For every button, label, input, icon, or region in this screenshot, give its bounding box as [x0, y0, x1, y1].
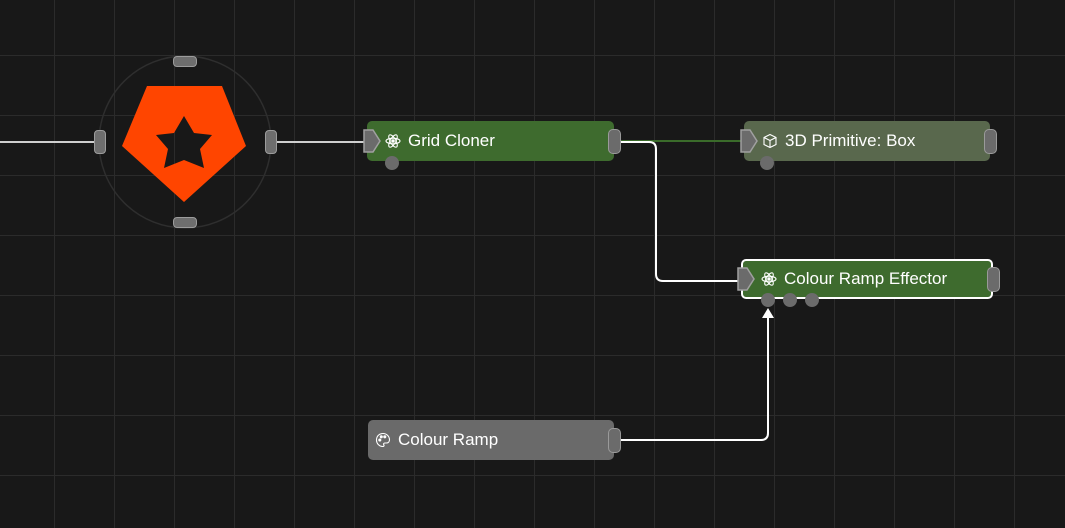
output-port[interactable] — [608, 129, 621, 154]
input-port[interactable] — [363, 129, 381, 153]
atom-icon — [761, 272, 777, 286]
node-label: Grid Cloner — [408, 131, 495, 150]
output-port[interactable] — [987, 267, 1000, 292]
node-label: 3D Primitive: Box — [785, 131, 916, 150]
node-3d-primitive-box[interactable]: 3D Primitive: Box — [740, 121, 997, 170]
sub-port-2[interactable] — [783, 293, 797, 307]
logo-top-handle[interactable] — [173, 56, 197, 67]
sub-port-3[interactable] — [805, 293, 819, 307]
node-label: Colour Ramp — [398, 430, 499, 449]
input-port[interactable] — [740, 129, 758, 153]
sub-port[interactable] — [385, 156, 399, 170]
logo-right-port[interactable] — [265, 130, 277, 154]
output-port[interactable] — [984, 129, 997, 154]
sub-port[interactable] — [760, 156, 774, 170]
input-port[interactable] — [737, 267, 755, 291]
logo-left-port[interactable] — [94, 130, 106, 154]
node-grid-cloner[interactable]: Grid Cloner — [363, 121, 621, 170]
palette-icon — [375, 432, 391, 448]
sub-port-1[interactable] — [761, 293, 775, 307]
cube-icon — [763, 133, 777, 149]
node-colour-ramp[interactable]: Colour Ramp — [368, 420, 621, 460]
atom-icon — [385, 134, 401, 148]
node-colour-ramp-effector[interactable]: Colour Ramp Effector — [737, 259, 1000, 307]
node-label: Colour Ramp Effector — [784, 269, 948, 288]
output-port[interactable] — [608, 428, 621, 453]
logo-bottom-handle[interactable] — [173, 217, 197, 228]
